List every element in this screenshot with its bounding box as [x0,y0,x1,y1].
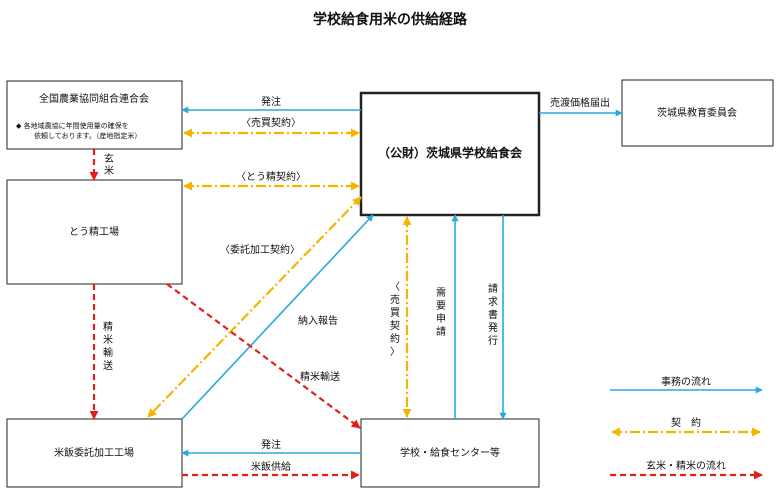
edge-tousei-label: 〈とう精契約〉 [236,170,306,183]
edge-baibai-v-char: 約 [390,332,400,345]
edge-juyou-label: 需 要 申 請 [436,287,446,338]
node-zennoh-note1: ◆ 各地域農協に年間使用量の確保を [16,121,129,130]
diagram-title: 学校給食用米の供給経路 [313,11,468,28]
edge-baibai-v-label: 〈 売 買 契 約 〉 [390,281,400,358]
node-kyoiku-label: 茨城県教育委員会 [657,106,737,119]
edge-seikyuu-label: 請 求 書 発 行 [488,282,498,347]
node-zennoh-note2: 依頼しております。（産地指定米） [34,131,141,140]
edge-seimai-yusou-v-label: 精 米 輸 送 [103,320,113,372]
edge-seikyuu-char: 行 [488,334,498,347]
edge-juyou-char: 要 [436,300,446,312]
edge-juyou-char: 需 [436,287,446,299]
edge-baibai-v-char: 契 [390,319,400,332]
legend-jimu-label: 事務の流れ [661,375,711,388]
legend-keiyaku-label: 契 約 [671,416,701,429]
edge-hacchu-bottom-label: 発注 [261,438,281,451]
edge-seikyuu-char: 書 [488,308,498,321]
node-hanmai-label: 米飯委託加工工場 [54,446,134,459]
edge-baibai-v-char: 買 [390,307,400,319]
node-kyoiku: 茨城県教育委員会 [621,79,774,147]
node-zennoh-label: 全国農業協同組合連合会 [39,92,149,105]
edge-seimai-yusou-d [166,283,361,429]
edge-itaku [147,196,362,418]
edge-juyou-char: 請 [436,325,446,338]
node-hanmai: 米飯委託加工工場 [6,418,183,488]
legend-genmai-label: 玄米・精米の流れ [646,459,726,472]
edge-seimai-yusou-v-char: 輸 [103,346,113,359]
node-kyushoku: （公財）茨城県学校給食会 [359,91,541,217]
edge-nyuuka-label: 納入報告 [298,314,338,327]
edge-itaku-label: 〈委託加工契約〉 [220,243,300,256]
node-seimai-label: とう精工場 [69,225,119,238]
node-kyushoku-label: （公財）茨城県学校給食会 [378,145,523,160]
edge-baibai-v-char: 〉 [390,346,400,358]
edge-seimai-yusou-v-char: 送 [103,359,113,372]
edge-baibai-v-char: 売 [390,293,400,306]
edge-baibai-v-char: 〈 [390,281,400,293]
edge-genmai-label-1: 玄 [104,152,114,165]
edge-hacchu-top-label: 発注 [261,95,281,108]
edge-seikyuu-char: 求 [488,296,498,308]
edge-genmai-label-2: 米 [104,164,114,177]
edge-hanmai-kyoukyu-label: 米飯供給 [251,460,291,473]
node-seimai: とう精工場 [6,179,183,285]
edge-uriwatashi-label: 売渡価格届出 [550,96,610,109]
edge-seikyuu-char: 請 [488,282,498,295]
node-gakko-label: 学校・給食センター等 [400,446,500,459]
edge-baibai-top-label: 〈売買契約〉 [241,116,301,129]
edge-nyuuka [181,214,374,420]
edge-juyou-char: 申 [436,312,446,325]
edge-seimai-yusou-v-char: 米 [103,333,113,346]
node-gakko: 学校・給食センター等 [360,418,540,488]
edge-seikyuu-char: 発 [488,321,498,334]
edge-seimai-yusou-v-char: 精 [103,320,113,333]
edge-seimai-yusou-d-label: 精米輸送 [300,370,340,383]
node-zennoh: 全国農業協同組合連合会 ◆ 各地域農協に年間使用量の確保を 依頼しております。（… [6,80,183,150]
legend: 事務の流れ 契 約 玄米・精米の流れ [610,375,763,480]
